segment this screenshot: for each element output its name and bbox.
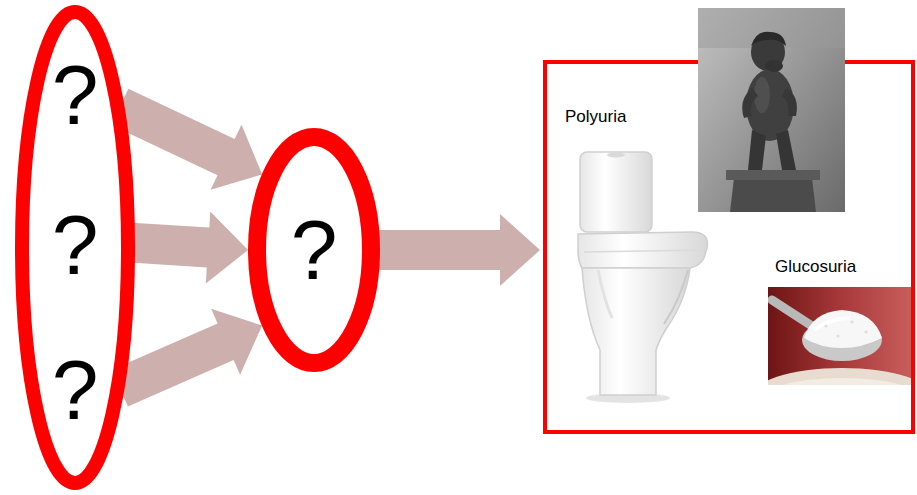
- toilet-photo: [578, 152, 707, 403]
- question-mark: ?: [52, 53, 99, 137]
- symptom-label: Glucosuria: [775, 257, 856, 277]
- block-arrow: [376, 214, 540, 286]
- ellipse-node: ?: [248, 128, 380, 372]
- sugar-photo: [768, 287, 915, 385]
- question-mark: ?: [52, 348, 99, 432]
- block-arrow: [130, 212, 248, 284]
- question-mark: ?: [52, 203, 99, 287]
- block-arrow: [112, 309, 262, 407]
- region-box: PolyuriaGlucosuria: [543, 60, 917, 434]
- block-arrow: [111, 89, 262, 190]
- symptom-label: Polyuria: [565, 107, 626, 127]
- ellipse-node: ???: [15, 5, 135, 490]
- question-mark: ?: [291, 208, 338, 292]
- statue-photo: [698, 8, 845, 212]
